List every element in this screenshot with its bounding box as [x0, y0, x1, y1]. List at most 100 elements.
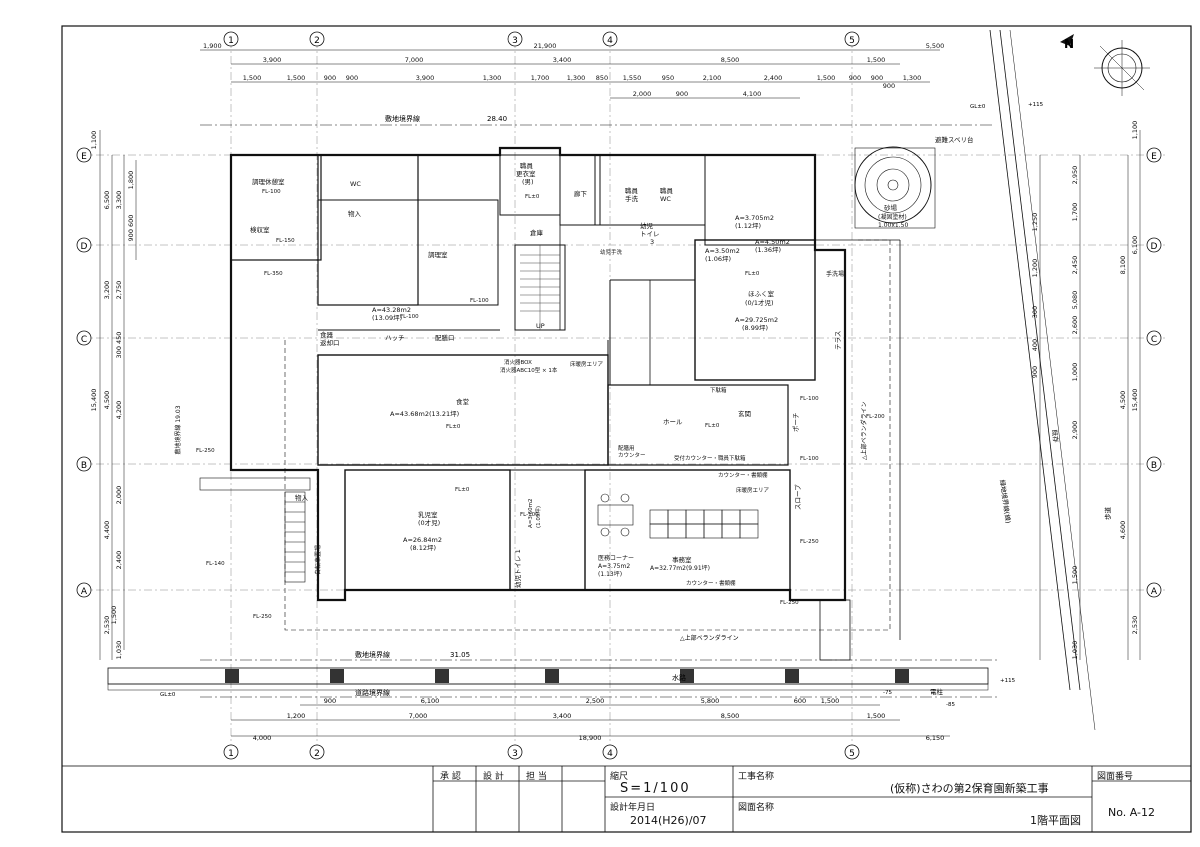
grid-bubbles-top: 1 2 3 4 5 [223, 31, 860, 47]
svg-text:+115: +115 [1000, 678, 1016, 684]
svg-text:WC: WC [350, 180, 361, 188]
svg-text:1,250: 1,250 [1031, 213, 1039, 232]
svg-text:A: A [81, 587, 88, 597]
svg-text:1,100: 1,100 [90, 131, 98, 150]
svg-text:900: 900 [676, 90, 688, 98]
svg-text:D: D [81, 242, 88, 252]
svg-text:3,300: 3,300 [115, 191, 123, 210]
svg-text:返却口: 返却口 [320, 338, 340, 347]
site-boundary-bottom: 敷地境界線 31.05 水路 道路境界線 GL±0 +115 -75 -85 電… [107, 650, 1016, 708]
svg-text:検収室: 検収室 [250, 225, 270, 234]
svg-text:8,500: 8,500 [721, 56, 740, 64]
svg-text:受付カウンター・職員下駄箱: 受付カウンター・職員下駄箱 [674, 454, 746, 462]
svg-text:食器: 食器 [320, 330, 334, 339]
svg-text:FL±0: FL±0 [446, 424, 461, 430]
svg-text:3,900: 3,900 [263, 56, 282, 64]
svg-text:トイレ: トイレ [640, 230, 660, 238]
svg-text:カウンター・書類棚: カウンター・書類棚 [718, 471, 768, 479]
svg-text:消火器ABC10型 × 1本: 消火器ABC10型 × 1本 [500, 366, 558, 374]
svg-text:+115: +115 [1028, 102, 1044, 108]
svg-text:手洗: 手洗 [625, 194, 639, 203]
svg-text:1,200: 1,200 [287, 712, 306, 720]
svg-text:下駄箱: 下駄箱 [710, 386, 727, 394]
svg-text:4,500: 4,500 [103, 391, 111, 410]
grid-label-top-5: 5 [849, 36, 855, 46]
svg-text:緑地境界線(線): 緑地境界線(線) [998, 479, 1013, 524]
svg-text:E: E [81, 152, 87, 162]
project-value: (仮称)さわの第2保育園新築工事 [890, 782, 1049, 795]
svg-text:物入: 物入 [348, 209, 362, 218]
svg-text:8,500: 8,500 [721, 712, 740, 720]
svg-text:900: 900 [849, 74, 861, 82]
svg-text:GL±0: GL±0 [970, 104, 986, 110]
svg-text:水路: 水路 [672, 673, 686, 682]
svg-text:職員: 職員 [625, 186, 639, 195]
svg-text:配膳用: 配膳用 [618, 444, 635, 452]
svg-text:調理休憩室: 調理休憩室 [252, 177, 285, 186]
svg-text:1,500: 1,500 [821, 697, 840, 705]
svg-text:職員: 職員 [520, 161, 534, 170]
site-boundary-top: 敷地境界線 28.40 GL±0 +115 [200, 102, 1044, 126]
drawing-value: 1階平面図 [1030, 814, 1081, 827]
svg-text:砂場: 砂場 [884, 203, 898, 212]
svg-text:900 600: 900 600 [127, 215, 135, 242]
svg-text:3,400: 3,400 [553, 712, 572, 720]
svg-text:7,000: 7,000 [405, 56, 424, 64]
svg-text:物入: 物入 [295, 493, 309, 502]
svg-text:2,500: 2,500 [586, 697, 605, 705]
svg-text:1,300: 1,300 [483, 74, 502, 82]
svg-text:歩道: 歩道 [1103, 507, 1112, 521]
svg-text:(8.99坪): (8.99坪) [742, 324, 768, 332]
svg-text:FL-350: FL-350 [264, 271, 283, 277]
svg-text:1,030: 1,030 [115, 641, 123, 660]
approve-label: 承 認 [440, 772, 461, 782]
svg-text:配膳口: 配膳口 [435, 333, 455, 342]
grid-label-top-3: 3 [512, 36, 518, 46]
svg-text:FL-100: FL-100 [470, 298, 489, 304]
svg-text:事務室: 事務室 [672, 555, 692, 564]
right-dimensions: 1,100 6,100 15,400 2,530 8,100 4,500 4,6… [1031, 121, 1141, 660]
design-label: 設 計 [483, 772, 504, 782]
svg-text:A=3.705m2: A=3.705m2 [735, 214, 774, 222]
svg-text:敷地境界線: 敷地境界線 [385, 114, 420, 123]
svg-text:18,900: 18,900 [579, 734, 602, 742]
svg-text:FL±0: FL±0 [455, 487, 470, 493]
svg-text:2,000: 2,000 [633, 90, 652, 98]
svg-text:1,500: 1,500 [867, 56, 886, 64]
svg-text:28.40: 28.40 [487, 115, 507, 123]
sandbox-slide [854, 146, 936, 229]
svg-text:6,150: 6,150 [926, 734, 945, 742]
svg-text:A: A [1151, 587, 1158, 597]
svg-text:2,100: 2,100 [703, 74, 722, 82]
svg-text:1,500: 1,500 [110, 606, 118, 625]
svg-text:6,100: 6,100 [421, 697, 440, 705]
svg-text:1,200: 1,200 [1031, 259, 1039, 278]
svg-text:8,100: 8,100 [1119, 256, 1127, 275]
svg-text:幼児トイレ 1: 幼児トイレ 1 [513, 549, 522, 588]
svg-text:(0/1才児): (0/1才児) [745, 298, 774, 307]
svg-text:WC: WC [660, 195, 671, 203]
svg-text:A=4.50m2: A=4.50m2 [755, 238, 790, 246]
grid-label-top-4: 4 [607, 36, 613, 46]
svg-text:手洗場: 手洗場 [826, 270, 844, 278]
svg-text:A=32.77m2(9.91坪): A=32.77m2(9.91坪) [650, 564, 710, 572]
svg-text:4,600: 4,600 [1119, 521, 1127, 540]
svg-text:FL-250: FL-250 [800, 539, 819, 545]
svg-text:床暖房エリア: 床暖房エリア [736, 486, 770, 494]
svg-text:FL±0: FL±0 [525, 194, 540, 200]
svg-text:既存: 既存 [1050, 429, 1061, 444]
grid-label-top-2: 2 [314, 36, 320, 46]
svg-text:4,200: 4,200 [115, 401, 123, 420]
svg-text:幼児手洗: 幼児手洗 [600, 248, 623, 256]
svg-text:(男): (男) [522, 178, 534, 186]
svg-text:自転車置場: 自転車置場 [314, 545, 322, 575]
site-fence [815, 239, 901, 661]
svg-text:3: 3 [650, 238, 654, 246]
scale-value: S=1/100 [620, 781, 691, 796]
stairs [520, 245, 560, 330]
svg-text:600: 600 [794, 697, 806, 705]
svg-text:1: 1 [228, 749, 234, 759]
svg-text:4,000: 4,000 [253, 734, 272, 742]
north-arrow-icon: N [1060, 34, 1150, 96]
svg-text:幼児: 幼児 [640, 221, 654, 230]
